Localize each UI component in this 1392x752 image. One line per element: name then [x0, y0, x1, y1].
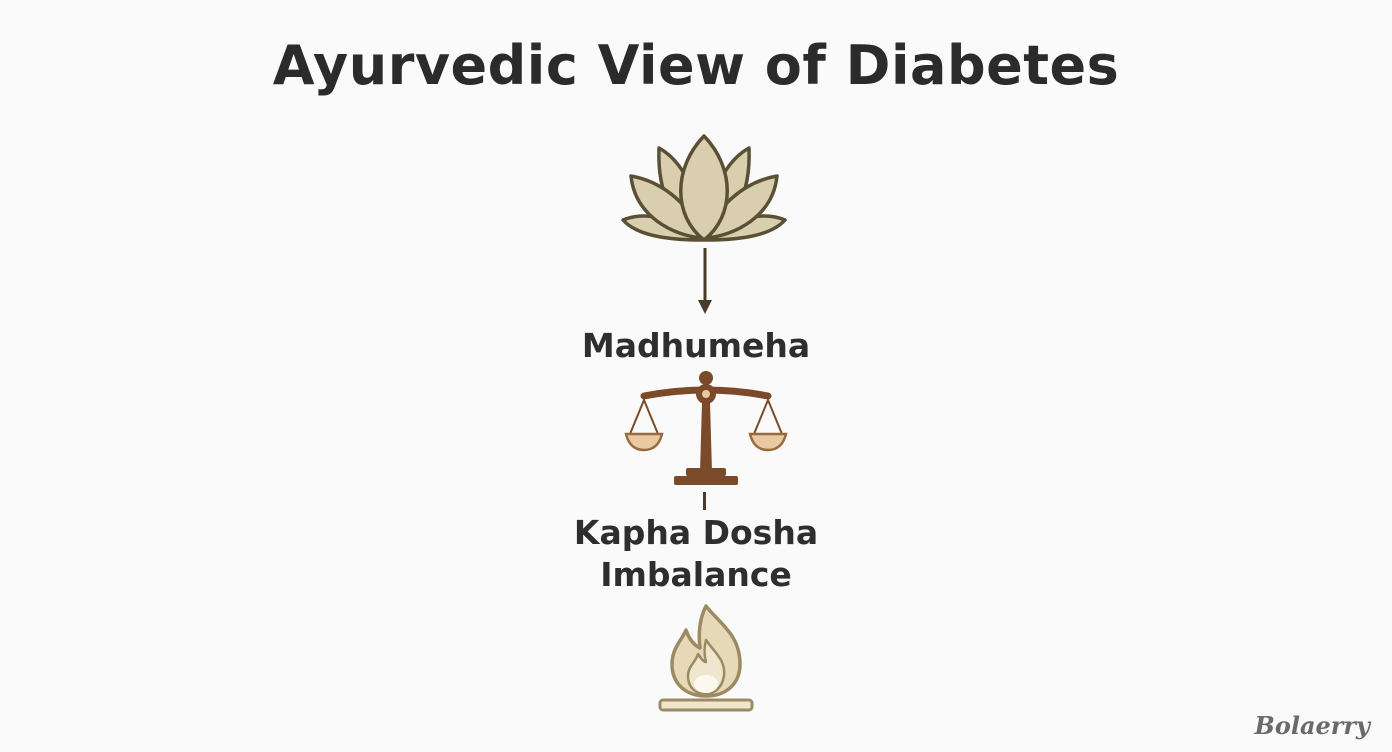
signature-main: Bolaerry	[1254, 711, 1370, 740]
signature-logo: Bolaerry	[1255, 714, 1370, 738]
stage-label-kapha-dosha: Kapha Dosha Imbalance	[0, 512, 1392, 596]
down-arrow-icon	[694, 246, 716, 322]
stage-label-text: Kapha Dosha Imbalance	[573, 513, 819, 594]
stage-label-madhumeha: Madhumeha	[581, 326, 811, 365]
flame-icon	[654, 600, 758, 720]
scale-icon	[622, 368, 790, 494]
page-title: Ayurvedic View of Diabetes	[272, 34, 1120, 97]
lotus-icon	[617, 132, 791, 250]
connector-line	[703, 492, 706, 510]
